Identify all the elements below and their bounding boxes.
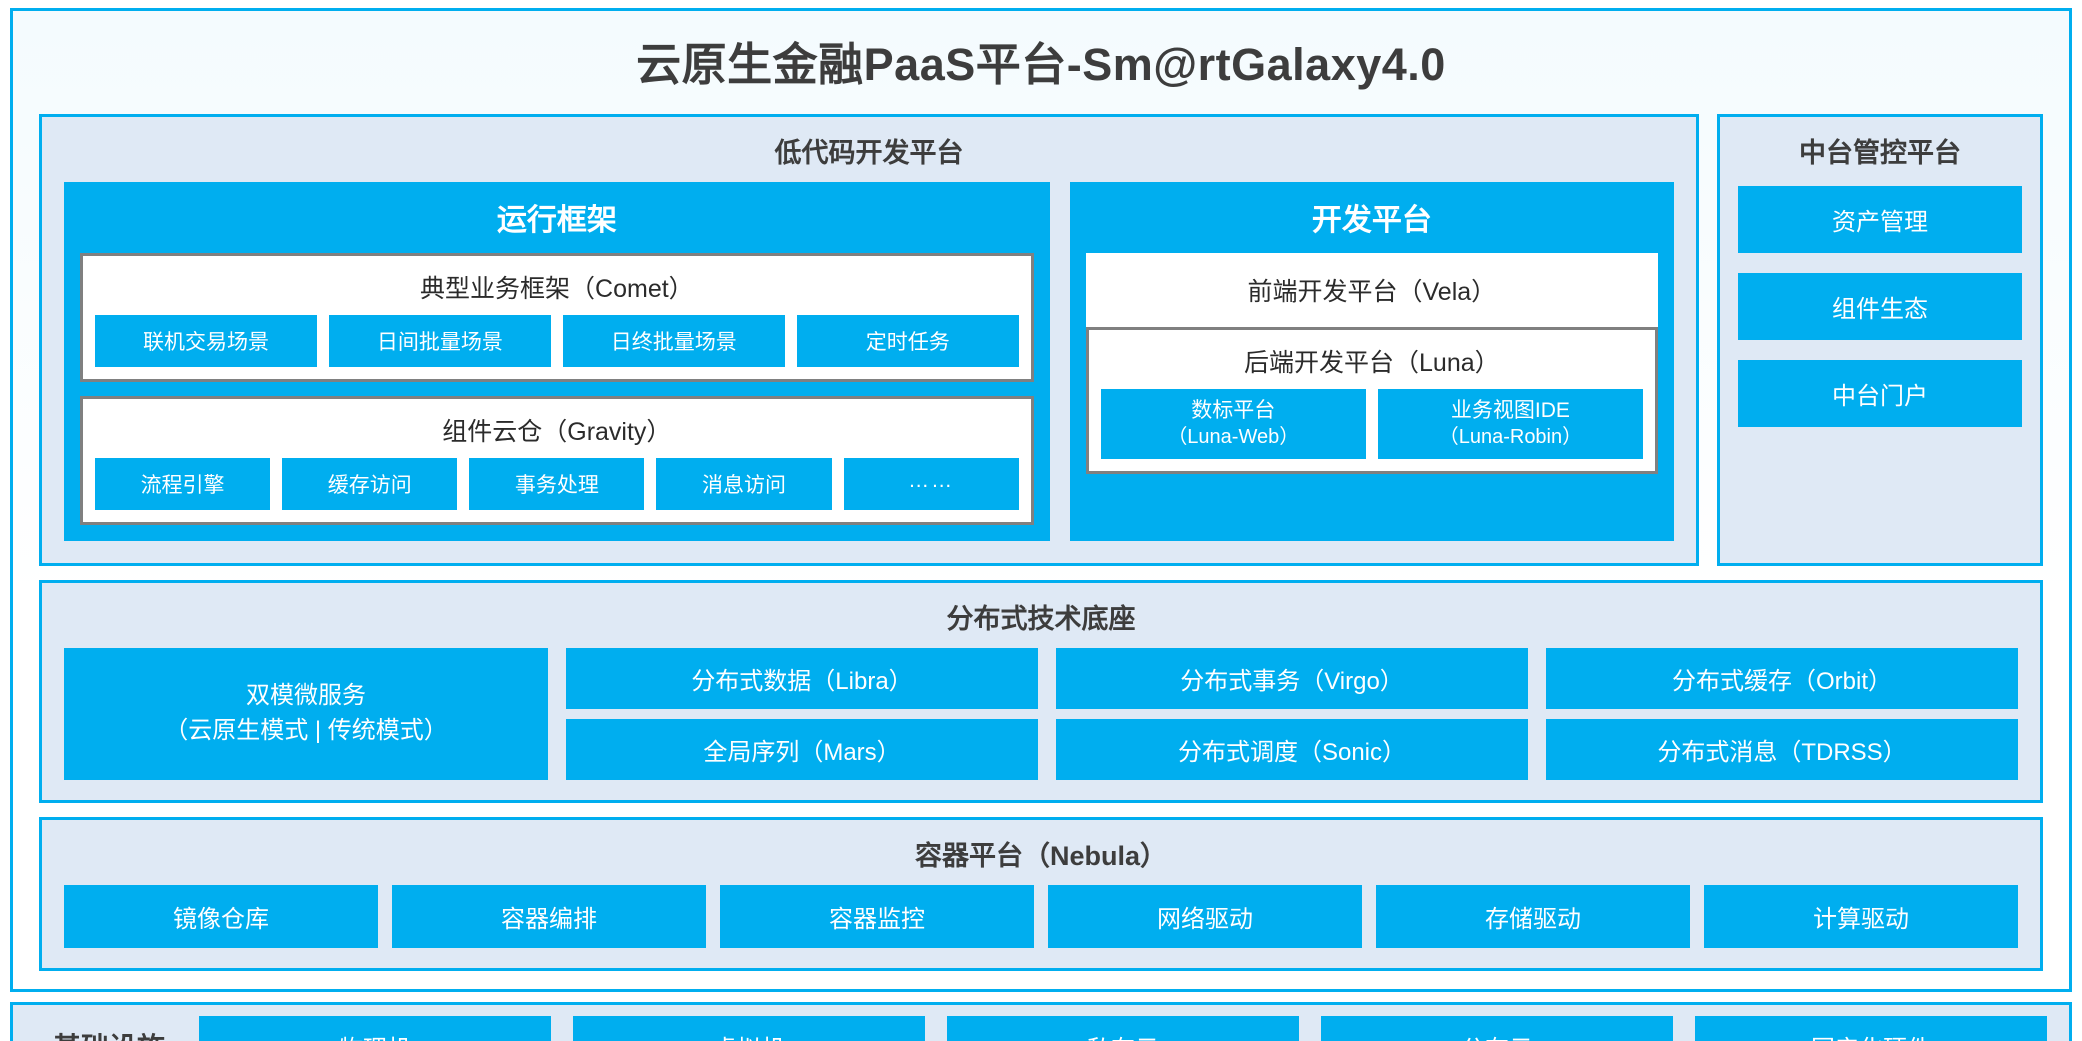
development-platform-title: 开发平台 <box>1311 204 1432 237</box>
comet-tag[interactable]: 日终批量场景 <box>562 315 785 367</box>
midplatform-panel: 中台管控平台 资产管理 组件生态 中台门户 <box>1717 114 2043 566</box>
midplatform-item-component-ecosystem[interactable]: 组件生态 <box>1738 273 2022 340</box>
comet-title: 典型业务框架（Comet） <box>420 275 694 303</box>
luna-tag-luna-web[interactable]: 数标平台 （Luna-Web） <box>1100 389 1366 460</box>
container-item-orchestration[interactable]: 容器编排 <box>392 885 706 948</box>
infrastructure-panel: 基础设施 物理机 虚拟机 私有云 公有云 国产化硬件 <box>10 1002 2072 1041</box>
lowcode-platform-title: 低代码开发平台 <box>774 138 964 168</box>
container-platform-title: 容器平台（Nebula） <box>914 841 1168 871</box>
comet-tag-row: 联机交易场景 日间批量场景 日终批量场景 定时任务 <box>95 315 1019 367</box>
container-item-network-driver[interactable]: 网络驱动 <box>1048 885 1362 948</box>
page-title: 云原生金融PaaS平台-Sm@rtGalaxy4.0 <box>636 39 1446 90</box>
backend-platform-luna-title: 后端开发平台（Luna） <box>1244 349 1500 377</box>
backend-platform-luna-card: 后端开发平台（Luna） 数标平台 （Luna-Web） 业务视图IDE （Lu… <box>1085 327 1658 475</box>
container-item-image-repository[interactable]: 镜像仓库 <box>64 885 378 948</box>
gravity-title: 组件云仓（Gravity） <box>442 418 672 446</box>
container-item-monitoring[interactable]: 容器监控 <box>720 885 1034 948</box>
container-item-compute-driver[interactable]: 计算驱动 <box>1704 885 2018 948</box>
techbase-column-2: 分布式事务（Virgo） 分布式调度（Sonic） <box>1056 648 1528 780</box>
development-platform-block: 开发平台 前端开发平台（Vela） 后端开发平台（Luna） 数标平台 （Lun… <box>1069 182 1674 541</box>
gravity-card: 组件云仓（Gravity） 流程引擎 缓存访问 事务处理 消息访问 …… <box>80 396 1034 525</box>
runtime-framework-block: 运行框架 典型业务框架（Comet） 联机交易场景 日间批量场景 日终批量场景 … <box>64 182 1050 541</box>
gravity-tag-row: 流程引擎 缓存访问 事务处理 消息访问 …… <box>95 458 1019 510</box>
luna-tag-line2: （Luna-Robin） <box>1438 425 1583 448</box>
infrastructure-label: 基础设施 <box>35 1026 179 1041</box>
techbase-dual-mode-microservice[interactable]: 双模微服务 （云原生模式 | 传统模式） <box>64 648 548 780</box>
techbase-column-1: 分布式数据（Libra） 全局序列（Mars） <box>566 648 1038 780</box>
container-platform-body: 镜像仓库 容器编排 容器监控 网络驱动 存储驱动 计算驱动 <box>42 885 2040 968</box>
midplatform-item-portal[interactable]: 中台门户 <box>1738 360 2022 427</box>
comet-tag[interactable]: 联机交易场景 <box>95 315 317 367</box>
midplatform-title: 中台管控平台 <box>1799 138 1961 168</box>
infrastructure-item-public-cloud[interactable]: 公有云 <box>1321 1015 1674 1041</box>
techbase-item-libra[interactable]: 分布式数据（Libra） <box>566 648 1038 709</box>
infrastructure-item-virtual-machine[interactable]: 虚拟机 <box>573 1015 926 1041</box>
container-platform-panel: 容器平台（Nebula） 镜像仓库 容器编排 容器监控 网络驱动 存储驱动 计算… <box>39 817 2043 971</box>
techbase-item-sonic[interactable]: 分布式调度（Sonic） <box>1056 719 1528 780</box>
techbase-panel: 分布式技术底座 双模微服务 （云原生模式 | 传统模式） 分布式数据（Libra… <box>39 580 2043 803</box>
techbase-item-orbit[interactable]: 分布式缓存（Orbit） <box>1546 648 2018 709</box>
infrastructure-item-domestic-hardware[interactable]: 国产化硬件 <box>1695 1015 2048 1041</box>
dual-mode-line1: 双模微服务 <box>246 682 366 710</box>
techbase-item-mars[interactable]: 全局序列（Mars） <box>566 719 1038 780</box>
techbase-title: 分布式技术底座 <box>946 604 1136 634</box>
comet-card: 典型业务框架（Comet） 联机交易场景 日间批量场景 日终批量场景 定时任务 <box>80 253 1034 382</box>
top-row: 低代码开发平台 运行框架 典型业务框架（Comet） 联机交易场景 日间批量场景… <box>39 114 2043 566</box>
gravity-tag[interactable]: 流程引擎 <box>95 458 271 510</box>
runtime-framework-title: 运行框架 <box>496 204 617 237</box>
comet-tag[interactable]: 定时任务 <box>796 315 1019 367</box>
infrastructure-item-private-cloud[interactable]: 私有云 <box>947 1015 1300 1041</box>
luna-tag-line1: 数标平台 <box>1191 399 1276 422</box>
luna-tag-luna-robin[interactable]: 业务视图IDE （Luna-Robin） <box>1377 389 1644 460</box>
dual-mode-line2: （云原生模式 | 传统模式） <box>164 717 448 744</box>
comet-tag[interactable]: 日间批量场景 <box>328 315 551 367</box>
techbase-item-virgo[interactable]: 分布式事务（Virgo） <box>1056 648 1528 709</box>
lowcode-platform-panel: 低代码开发平台 运行框架 典型业务框架（Comet） 联机交易场景 日间批量场景… <box>39 114 1699 566</box>
infrastructure-items: 物理机 虚拟机 私有云 公有云 国产化硬件 <box>199 1015 2048 1041</box>
frontend-platform-vela[interactable]: 前端开发平台（Vela） <box>1085 253 1658 327</box>
techbase-item-tdrss[interactable]: 分布式消息（TDRSS） <box>1546 719 2018 780</box>
luna-tag-line1: 业务视图IDE <box>1450 399 1570 422</box>
gravity-tag[interactable]: 缓存访问 <box>282 458 458 510</box>
midplatform-item-asset-management[interactable]: 资产管理 <box>1738 186 2022 253</box>
infrastructure-item-physical-machine[interactable]: 物理机 <box>199 1015 552 1041</box>
container-item-storage-driver[interactable]: 存储驱动 <box>1376 885 1690 948</box>
luna-tag-line2: （Luna-Web） <box>1167 425 1300 448</box>
gravity-tag-ellipsis[interactable]: …… <box>843 458 1019 510</box>
lowcode-platform-body: 运行框架 典型业务框架（Comet） 联机交易场景 日间批量场景 日终批量场景 … <box>42 182 1696 563</box>
luna-tag-row: 数标平台 （Luna-Web） 业务视图IDE （Luna-Robin） <box>1100 389 1644 460</box>
gravity-tag[interactable]: 消息访问 <box>656 458 832 510</box>
techbase-column-3: 分布式缓存（Orbit） 分布式消息（TDRSS） <box>1546 648 2018 780</box>
gravity-tag[interactable]: 事务处理 <box>469 458 645 510</box>
midplatform-body: 资产管理 组件生态 中台门户 <box>1720 182 2040 563</box>
techbase-body: 双模微服务 （云原生模式 | 传统模式） 分布式数据（Libra） 全局序列（M… <box>42 648 2040 800</box>
platform-outer-container: 云原生金融PaaS平台-Sm@rtGalaxy4.0 低代码开发平台 运行框架 … <box>10 8 2072 992</box>
